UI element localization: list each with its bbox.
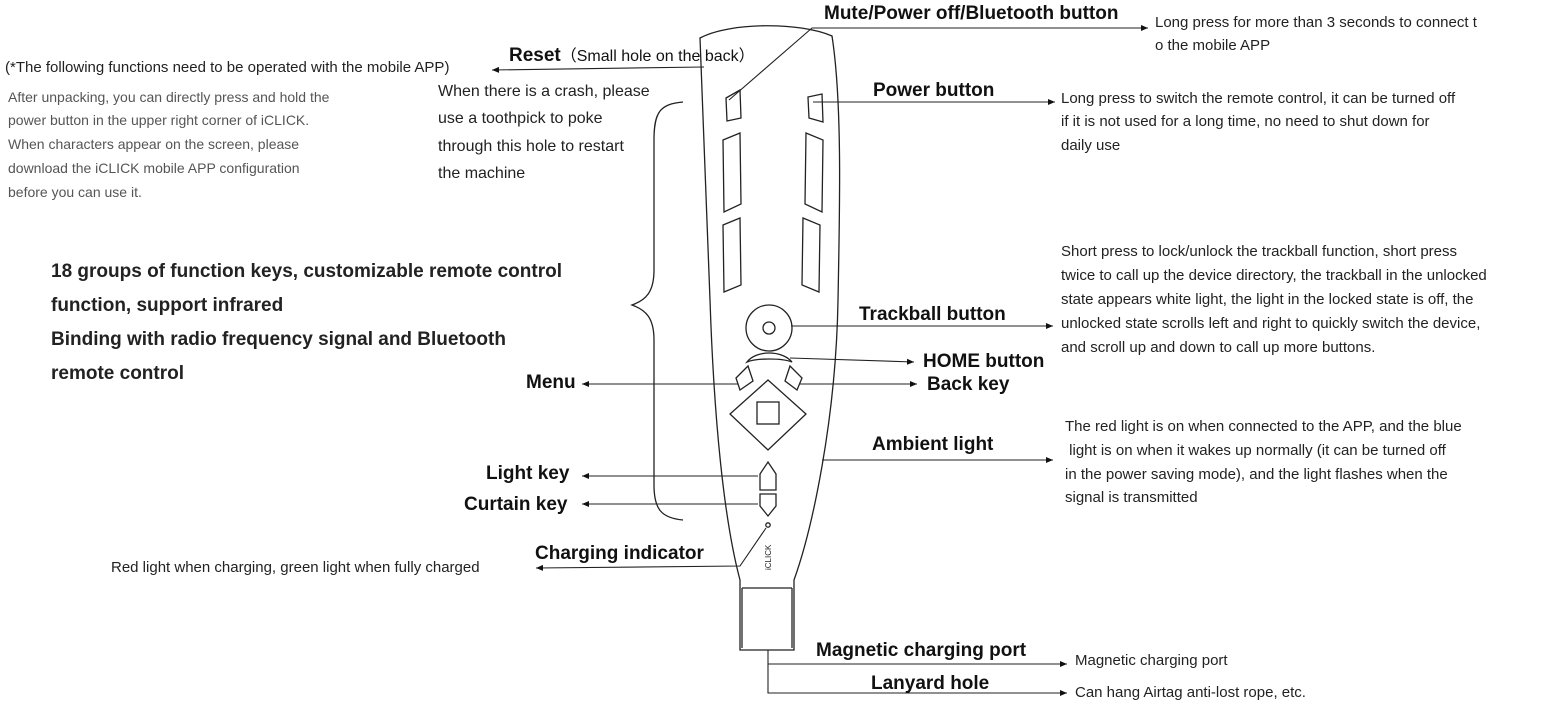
charging-label: Charging indicator (535, 543, 704, 564)
brace (630, 101, 684, 521)
curtain-key-shape (759, 493, 777, 518)
mute-label: Mute/Power off/Bluetooth button (824, 3, 1119, 24)
magnetic-label: Magnetic charging port (816, 640, 1027, 661)
power-button-shape (807, 93, 824, 123)
trackball-desc-line: and scroll up and down to call up more b… (1061, 339, 1376, 356)
dpad-shape (729, 379, 807, 451)
light-key-label: Light key (486, 463, 570, 484)
menu-button-shape (735, 364, 754, 392)
trackball-label: Trackball button (859, 304, 1006, 325)
light-key-shape (759, 460, 777, 491)
feature-line: remote control (51, 363, 185, 384)
function-key-shape (722, 132, 742, 214)
unpack-note-line: download the iCLICK mobile APP configura… (8, 160, 300, 176)
ambient-desc-line: signal is transmitted (1065, 489, 1198, 506)
unpack-note-line: power button in the upper right corner o… (8, 112, 310, 128)
home-label: HOME button (923, 351, 1045, 372)
trackball-desc-line: Short press to lock/unlock the trackball… (1061, 243, 1458, 260)
magnetic-desc: Magnetic charging port (1075, 652, 1228, 669)
unpack-note-line: When characters appear on the screen, pl… (8, 136, 300, 152)
trackball-desc-line: unlocked state scrolls left and right to… (1061, 315, 1481, 332)
reset-line: use a toothpick to poke (438, 110, 603, 127)
curtain-key-label: Curtain key (464, 494, 568, 515)
function-key-shape (801, 217, 821, 293)
power-desc-line: daily use (1061, 137, 1121, 154)
back-label: Back key (927, 374, 1010, 395)
home-button-shape (744, 352, 793, 364)
reset-heading: Reset（Small hole on the back） (509, 46, 755, 65)
trackball-shape (745, 304, 793, 352)
app-note: (*The following functions need to be ope… (5, 59, 450, 76)
reset-title: Reset (509, 45, 561, 66)
power-label: Power button (873, 80, 995, 101)
mute-desc-line: Long press for more than 3 seconds to co… (1155, 14, 1477, 31)
device-brand: iCLICK (764, 544, 773, 570)
power-desc-line: Long press to switch the remote control,… (1061, 90, 1456, 107)
remote-body (699, 25, 841, 651)
lanyard-label: Lanyard hole (871, 673, 990, 694)
trackball-desc-line: twice to call up the device directory, t… (1061, 267, 1487, 284)
mute-button-shape (725, 88, 742, 122)
feature-line: 18 groups of function keys, customizable… (51, 261, 562, 282)
reset-subtitle: （Small hole on the back） (560, 48, 755, 65)
trackball-desc-line: state appears white light, the light in … (1061, 291, 1474, 308)
power-desc-line: if it is not used for a long time, no ne… (1061, 113, 1430, 130)
charging-indicator-dot (765, 522, 771, 528)
reset-line: the machine (438, 165, 526, 182)
reset-line: When there is a crash, please (438, 83, 650, 100)
charging-desc: Red light when charging, green light whe… (111, 559, 480, 576)
ambient-desc-line: The red light is on when connected to th… (1065, 418, 1462, 435)
back-button-shape (784, 364, 803, 392)
ok-button-shape (756, 401, 780, 425)
mute-desc-line: o the mobile APP (1155, 37, 1271, 54)
unpack-note-line: before you can use it. (8, 184, 142, 200)
function-key-shape (804, 132, 824, 214)
function-key-shape (722, 217, 742, 293)
reset-line: through this hole to restart (438, 138, 624, 155)
menu-label: Menu (526, 372, 576, 393)
feature-line: function, support infrared (51, 295, 284, 316)
ambient-desc-line: in the power saving mode), and the light… (1065, 466, 1448, 483)
lanyard-desc: Can hang Airtag anti-lost rope, etc. (1075, 684, 1306, 701)
ambient-desc-line: light is on when it wakes up normally (i… (1065, 442, 1446, 459)
feature-line: Binding with radio frequency signal and … (51, 329, 506, 350)
unpack-note-line: After unpacking, you can directly press … (8, 89, 330, 105)
ambient-label: Ambient light (872, 434, 994, 455)
